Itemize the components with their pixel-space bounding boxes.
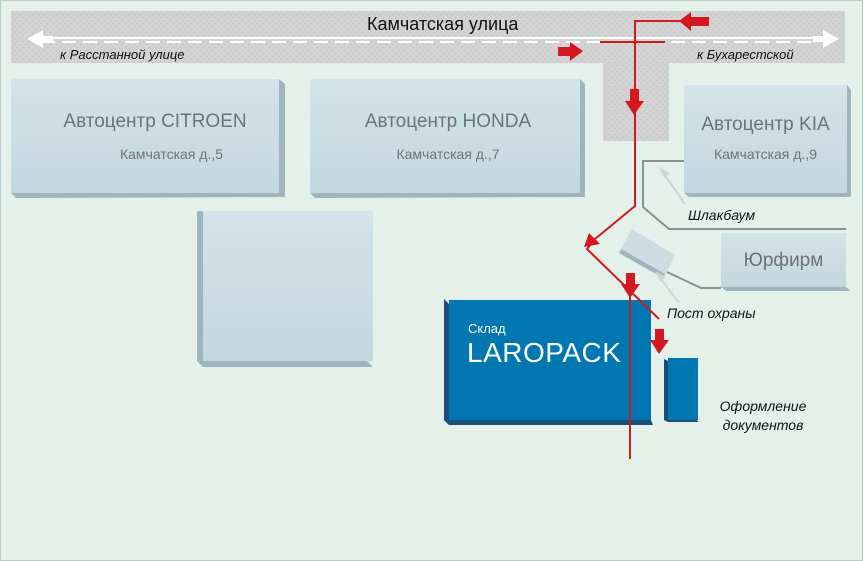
building-yurfirm-block [721, 233, 851, 291]
direction-right-arrow-icon [813, 30, 839, 48]
warehouse-caption: Склад [468, 321, 506, 336]
building-unnamed-block [197, 211, 373, 367]
building-kia-name: Автоцентр KIA [701, 114, 830, 135]
building-yurfirm-name: Юрфирм [743, 250, 824, 271]
building-honda-block [310, 79, 585, 198]
annotation-pointers [655, 167, 686, 304]
building-citroen-name: Автоцентр CITROEN [63, 111, 247, 132]
building-kia-address: Камчатская д.,9 [713, 146, 818, 162]
building-citroen-address: Камчатская д.,5 [119, 146, 224, 162]
warehouse-name: LAROPACK [467, 337, 622, 368]
direction-right-label: к Бухарестской [697, 47, 794, 62]
building-honda-name: Автоцентр HONDA [364, 111, 532, 132]
street-name-label: Камчатская улица [367, 14, 519, 34]
building-kia-block [684, 85, 851, 197]
barrier-label: Шлакбаум [688, 207, 756, 223]
route-arrow-icons [558, 12, 709, 354]
direction-left-label: к Расстанной улице [60, 47, 185, 62]
direction-left-arrow-icon [27, 30, 53, 48]
warehouse-laropack-block [444, 299, 653, 425]
documents-label: Оформление документов [719, 398, 807, 433]
fence-lines [642, 160, 846, 289]
building-citroen-block [11, 79, 285, 198]
guard-post-label: Пост охраны [667, 305, 756, 321]
documents-office-block [664, 358, 698, 422]
building-honda-address: Камчатская д.,7 [396, 146, 500, 162]
guard-post-block [619, 229, 675, 278]
